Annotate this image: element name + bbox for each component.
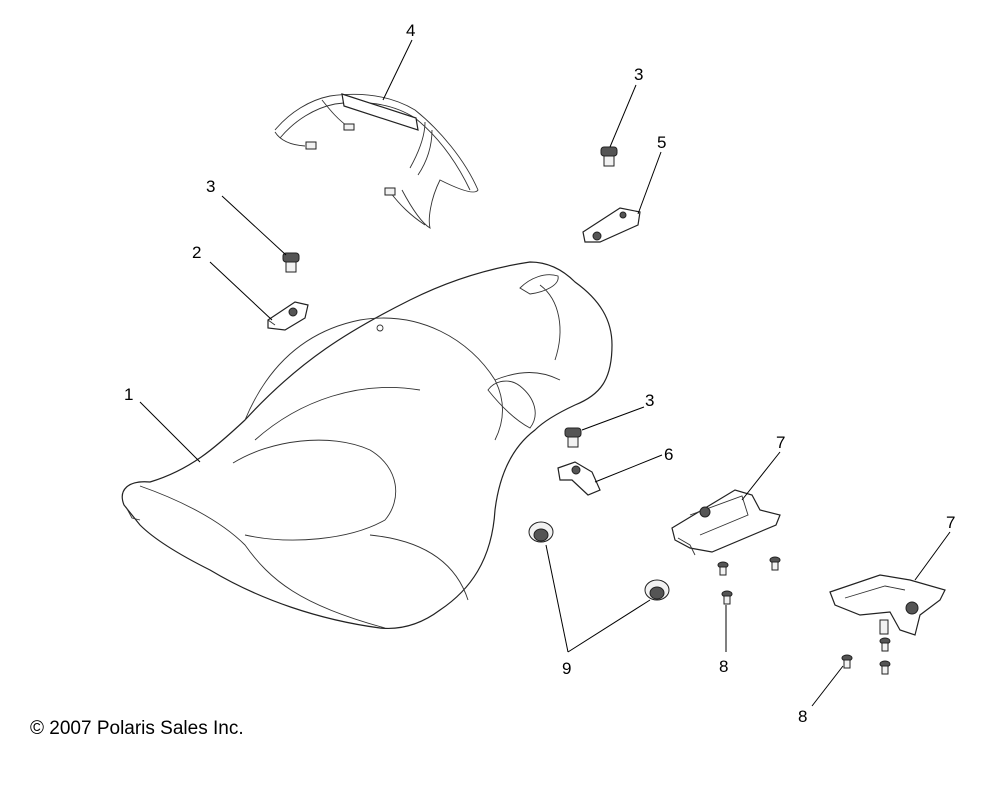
leader-8-right: [811, 665, 844, 707]
callout-3-upper-right: 3: [634, 65, 643, 84]
latch-part-7-upper: [671, 489, 781, 556]
bracket-part-6: [557, 461, 601, 496]
copyright-notice: © 2007 Polaris Sales Inc.: [30, 718, 244, 739]
callout-9: 9: [562, 659, 571, 678]
callout-7-lower: 7: [946, 513, 955, 532]
bumper-part-9-left: [528, 521, 554, 543]
leader-3-upper-left: [221, 195, 287, 256]
leader-7-lower: [914, 531, 951, 581]
leader-5: [637, 151, 662, 215]
screw-part-3-lower: [564, 427, 582, 448]
leader-4: [382, 39, 413, 101]
screw-part-8-f: [841, 654, 853, 669]
leader-3-lower: [581, 406, 645, 431]
callout-6: 6: [664, 445, 673, 464]
screw-part-3-upper-left: [282, 252, 300, 273]
screw-part-8-b: [769, 556, 781, 571]
bracket-part-5: [582, 207, 641, 243]
callout-8-right: 8: [798, 707, 807, 726]
screw-part-8-a: [717, 561, 729, 576]
strap-part-4: [274, 93, 479, 229]
screw-part-8-e: [879, 660, 891, 675]
leader-1: [139, 401, 201, 463]
bumper-part-9-right: [644, 579, 670, 601]
callout-3-lower: 3: [645, 391, 654, 410]
callout-2: 2: [192, 243, 201, 262]
screw-part-3-upper-right: [600, 146, 618, 167]
seat-part-1: [121, 261, 613, 630]
latch-part-7-lower: [829, 574, 946, 636]
leader-2: [209, 261, 273, 321]
callout-8-middle: 8: [719, 657, 728, 676]
screw-part-8-d: [879, 637, 891, 652]
callout-4: 4: [406, 21, 415, 40]
leader-9-right: [567, 599, 651, 653]
callout-5: 5: [657, 133, 666, 152]
leader-7-upper: [741, 451, 781, 501]
screw-part-8-c: [721, 590, 733, 605]
leader-9-left: [545, 544, 569, 653]
callout-3-upper-left: 3: [206, 177, 215, 196]
leader-6: [594, 454, 663, 483]
callout-1: 1: [124, 385, 133, 404]
callout-7-upper: 7: [776, 433, 785, 452]
leader-3-upper-right: [609, 84, 637, 148]
bracket-part-2: [267, 301, 309, 331]
